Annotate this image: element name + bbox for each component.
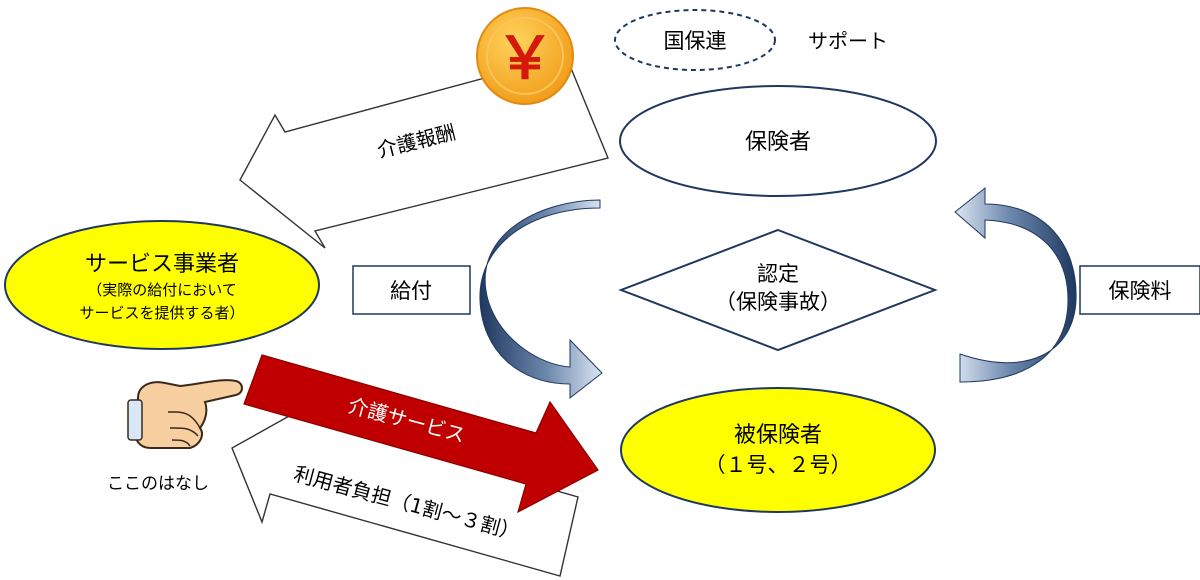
kokuhoren-node: 国保連 [614,9,776,71]
svg-text:￥: ￥ [496,24,554,92]
kokuhoren-label: 国保連 [664,29,727,53]
premium-curve-arrow [954,186,1077,383]
insurer-node: 保険者 [619,85,937,197]
insured-node: 被保険者 （１号、２号） [620,387,936,513]
pointing-hand-icon [127,379,243,449]
premium-label: 保険料 [1109,279,1172,303]
benefit-box: 給付 [352,265,471,315]
insured-label: 被保険者 [734,423,822,448]
premium-box: 保険料 [1079,265,1200,315]
insured-sub: （１号、２号） [705,453,852,477]
support-label: サポート [808,29,888,53]
certification-node: 認定 （保険事故） [618,228,938,352]
certification-label: 認定 [757,262,799,286]
benefit-curve-arrow [479,199,603,400]
certification-sub: （保険事故） [715,290,841,314]
insurer-label: 保険者 [745,130,811,155]
provider-note-1: （実際の給付において [87,281,237,299]
care-service-arrow: 介護サービス [243,354,599,514]
benefit-label: 給付 [390,279,432,303]
yen-coin-icon: ￥ [476,7,574,105]
service-provider-node: サービス事業者 （実際の給付において サービスを提供する者） [4,220,320,350]
this-story-label: ここのはなし [107,474,209,494]
provider-title: サービス事業者 [85,252,239,277]
provider-note-2: サービスを提供する者） [79,304,244,322]
